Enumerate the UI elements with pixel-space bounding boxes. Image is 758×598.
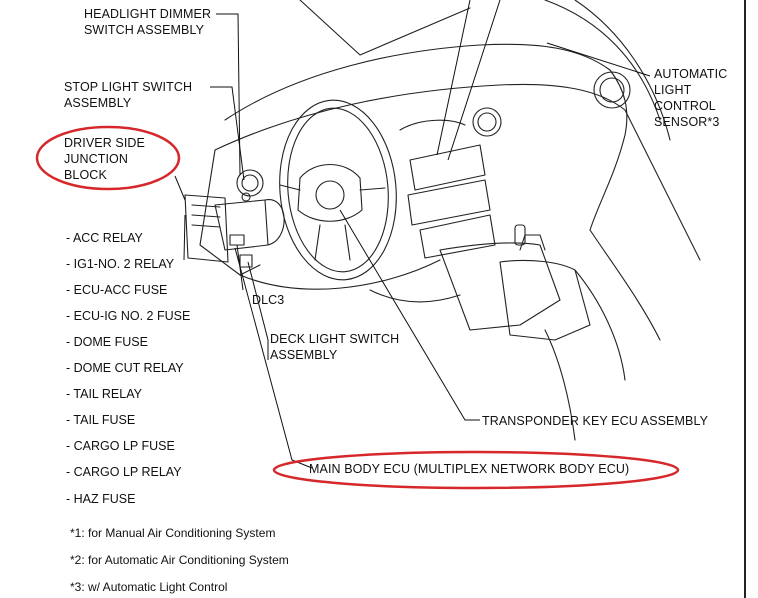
list-item: - DOME CUT RELAY [66, 361, 184, 375]
footnote: *2: for Automatic Air Conditioning Syste… [70, 553, 289, 567]
label-line: JUNCTION [64, 152, 128, 166]
label-line: DECK LIGHT SWITCH [270, 332, 400, 346]
label-line: AUTOMATIC [654, 67, 728, 81]
label-line: STOP LIGHT SWITCH [64, 80, 193, 94]
driver-junction-label: DRIVER SIDE JUNCTION BLOCK [64, 135, 145, 183]
footnote: *1: for Manual Air Conditioning System [70, 526, 276, 540]
label-line: HEADLIGHT DIMMER [84, 7, 212, 21]
main-body-ecu-label: MAIN BODY ECU (MULTIPLEX NETWORK BODY EC… [309, 462, 630, 476]
list-item: - ECU-IG NO. 2 FUSE [66, 309, 191, 323]
label-line: LIGHT [654, 83, 692, 97]
deck-light-switch-label: DECK LIGHT SWITCH ASSEMBLY [270, 331, 399, 363]
transponder-ecu-label: TRANSPONDER KEY ECU ASSEMBLY [482, 414, 709, 428]
list-item: - ACC RELAY [66, 231, 143, 245]
label-line: CONTROL [654, 99, 716, 113]
page-edge-divider [744, 0, 746, 598]
footnote: *3: w/ Automatic Light Control [70, 580, 228, 594]
label-line: DRIVER SIDE [64, 136, 145, 150]
list-item: - HAZ FUSE [66, 492, 136, 506]
label-line: ASSEMBLY [270, 348, 338, 362]
list-item: - DOME FUSE [66, 335, 148, 349]
list-item: - CARGO LP RELAY [66, 465, 182, 479]
list-item: - TAIL FUSE [66, 413, 136, 427]
label-line: SWITCH ASSEMBLY [84, 23, 205, 37]
list-item: - TAIL RELAY [66, 387, 142, 401]
label-line: ASSEMBLY [64, 96, 132, 110]
list-item: - IG1-NO. 2 RELAY [66, 257, 175, 271]
list-item: - CARGO LP FUSE [66, 439, 175, 453]
label-line: SENSOR*3 [654, 115, 720, 129]
label-line: BLOCK [64, 168, 107, 182]
dlc3-label: DLC3 [252, 293, 285, 307]
headlight-dimmer-label: HEADLIGHT DIMMER SWITCH ASSEMBLY [84, 6, 211, 38]
list-item: - ECU-ACC FUSE [66, 283, 168, 297]
stop-light-switch-label: STOP LIGHT SWITCH ASSEMBLY [64, 79, 192, 111]
auto-light-sensor-label: AUTOMATIC LIGHT CONTROL SENSOR*3 [654, 66, 727, 130]
